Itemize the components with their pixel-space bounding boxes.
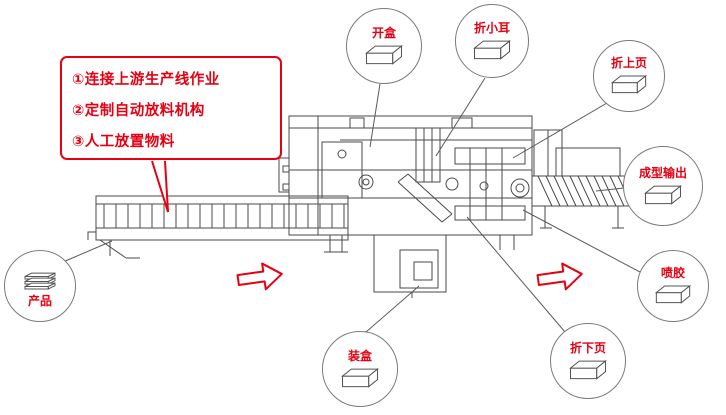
product-stack-icon — [24, 271, 56, 290]
annotation-callout-box: ①连接上游生产线作业 ②定制自动放料机构 ③人工放置物料 — [60, 56, 282, 160]
outfeed-conveyor — [531, 129, 639, 229]
callout-bubble-fold-small-ear: 折小耳 — [455, 4, 529, 78]
callout-tail — [151, 160, 169, 213]
leader-forming-output — [595, 187, 625, 192]
leader-open-box — [369, 83, 381, 148]
flow-arrows — [236, 262, 583, 291]
callout-bubble-fold-upper-flap: 折上页 — [593, 40, 665, 112]
bubble-label-glue-spray: 喷胶 — [660, 266, 685, 280]
machine-line-drawing — [87, 115, 639, 298]
bubble-label-product: 产品 — [27, 293, 52, 308]
leader-product — [62, 240, 113, 263]
leader-box-loading — [365, 285, 420, 333]
machine-body — [278, 115, 533, 253]
callout-line-3: ③人工放置物料 — [72, 134, 175, 150]
infeed-conveyor — [87, 195, 349, 259]
carton-box-3d-icon — [610, 74, 648, 94]
callout-bubble-box-loading: 装盒 — [322, 331, 398, 407]
carton-box-3d-icon — [365, 44, 403, 65]
bubble-label-fold-lower-flap: 折下页 — [569, 340, 606, 355]
carton-loading-unit — [373, 234, 447, 298]
bubble-label-box-loading: 装盒 — [347, 348, 372, 363]
carton-box-3d-icon — [654, 284, 692, 304]
leader-glue-spray — [522, 209, 641, 273]
leader-fold-upper-flap — [512, 102, 608, 159]
callout-line-1: ①连接上游生产线作业 — [72, 72, 220, 88]
callout-line-2: ②定制自动放料机构 — [72, 103, 205, 119]
bubble-label-open-box: 开盒 — [371, 25, 396, 40]
callout-bubble-glue-spray: 喷胶 — [637, 250, 709, 322]
carton-box-3d-icon — [473, 39, 511, 60]
leader-lines — [62, 77, 641, 333]
callout-bubble-product: 产品 — [4, 250, 76, 322]
callout-bubble-forming-output: 成型输出 — [623, 146, 703, 226]
carton-box-3d-icon — [341, 367, 379, 388]
carton-box-3d-icon — [644, 184, 682, 205]
carton-box-3d-icon — [569, 359, 607, 380]
callout-bubble-fold-lower-flap: 折下页 — [550, 323, 626, 399]
callout-bubble-open-box: 开盒 — [346, 8, 422, 84]
bubble-label-fold-small-ear: 折小耳 — [473, 20, 510, 35]
leader-fold-small-ear — [435, 77, 486, 157]
bubble-label-forming-output: 成型输出 — [638, 165, 687, 180]
bubble-label-fold-upper-flap: 折上页 — [610, 56, 647, 70]
leader-fold-lower-flap — [466, 216, 566, 333]
right-arrow-outline-icon — [536, 262, 583, 291]
right-arrow-outline-icon — [236, 262, 283, 291]
